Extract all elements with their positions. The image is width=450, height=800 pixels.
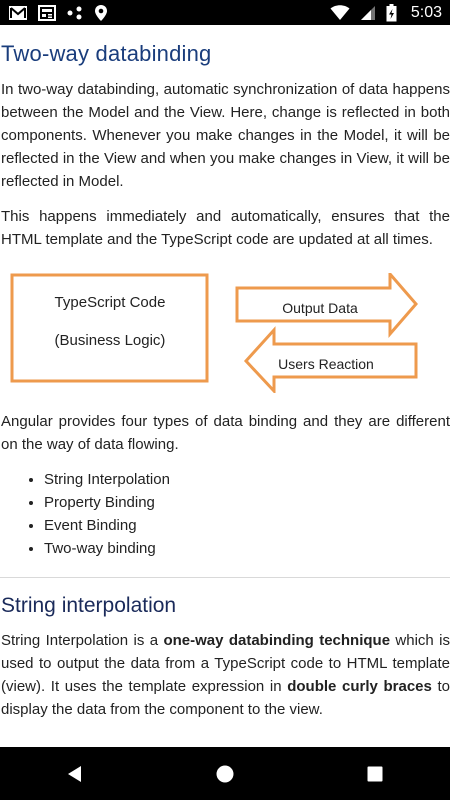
paragraph-binding-types: Angular provides four types of data bind… — [1, 413, 450, 453]
binding-types-list: String Interpolation Property Binding Ev… — [0, 468, 450, 560]
back-icon — [68, 765, 81, 782]
typescript-code-box — [10, 273, 209, 383]
status-time: 5:03 — [410, 3, 442, 21]
two-way-binding-diagram: TypeScript Code (Business Logic) Output … — [0, 269, 450, 395]
box-line-1: TypeScript Code — [55, 294, 166, 311]
news-icon — [38, 4, 56, 21]
section-subtitle: String interpolation — [1, 594, 177, 617]
bold-text: double curly braces — [287, 678, 432, 695]
output-data-arrow — [235, 269, 418, 339]
recents-icon — [367, 766, 383, 781]
paragraph-intro: In two-way databinding, automatic synchr… — [1, 81, 450, 190]
home-icon — [216, 765, 234, 782]
output-data-label: Output Data — [282, 300, 358, 316]
battery-icon — [386, 3, 397, 22]
hangouts-icon — [66, 5, 84, 21]
text-part: to display the data from the component t… — [1, 678, 450, 718]
navigation-bar — [0, 747, 450, 800]
status-left-icons — [8, 4, 108, 22]
list-item: Event Binding — [44, 514, 450, 537]
paragraph-string-interpolation: String Interpolation is a one-way databi… — [0, 629, 450, 721]
location-icon — [94, 4, 108, 22]
status-bar: 5:03 — [0, 0, 450, 25]
wifi-icon — [330, 4, 350, 21]
status-right-icons: 5:03 — [330, 3, 442, 22]
article-content[interactable]: Two-way databinding In two-way databindi… — [0, 25, 450, 747]
list-item: Property Binding — [44, 491, 450, 514]
text-part: String Interpolation is a — [1, 632, 164, 649]
users-reaction-label: Users Reaction — [278, 356, 374, 372]
paragraph-sync: This happens immediately and automatical… — [1, 208, 450, 248]
section-divider — [0, 577, 450, 578]
list-item: Two-way binding — [44, 537, 450, 560]
article-title: Two-way databinding — [1, 41, 212, 66]
box-line-2: (Business Logic) — [55, 332, 166, 349]
home-button[interactable] — [195, 747, 255, 800]
bold-text: one-way databinding technique — [163, 632, 391, 649]
gmail-icon — [8, 5, 28, 21]
users-reaction-arrow — [243, 326, 418, 395]
back-button[interactable] — [45, 747, 105, 800]
recents-button[interactable] — [345, 747, 405, 800]
text-part: which is used to output the data from a … — [1, 632, 450, 695]
diagram-svg: TypeScript Code (Business Logic) Output … — [10, 269, 418, 395]
signal-icon — [360, 5, 376, 21]
list-item: String Interpolation — [44, 468, 450, 491]
